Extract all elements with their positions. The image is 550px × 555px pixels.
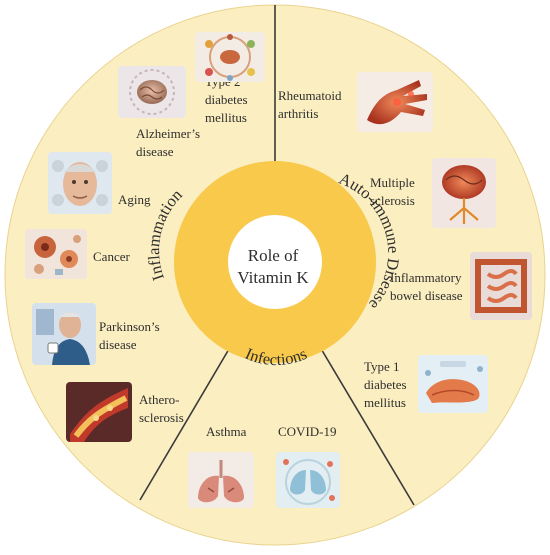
label-ibd: Inflammatory bowel disease: [390, 270, 465, 303]
label-atherosclerosis: Athero- sclerosis: [139, 392, 184, 425]
pancreas-organs-icon: [195, 32, 265, 82]
brain-icon: [118, 66, 186, 118]
pancreas-icon: [418, 355, 488, 413]
center-title-line2: Vitamin K: [237, 268, 309, 287]
lungs-icon: [188, 452, 254, 508]
inflamed-hand-icon: [357, 72, 433, 132]
label-alzheimers: Alzheimer’s disease: [136, 126, 203, 159]
brain-nerves-icon: [432, 158, 496, 228]
elderly-man-cup-icon: [32, 303, 96, 365]
label-rheumatoid-arthritis: Rheumatoid arthritis: [278, 88, 345, 121]
label-asthma: Asthma: [206, 424, 247, 439]
center-circle: [228, 215, 322, 309]
covid-lungs-icon: [276, 452, 340, 508]
intestines-icon: [470, 252, 532, 320]
label-covid19: COVID-19: [278, 424, 337, 439]
label-multiple-sclerosis: Multiple sclerosis: [370, 175, 418, 208]
cancer-cells-icon: [25, 229, 87, 279]
artery-plaque-icon: [66, 382, 132, 442]
label-type1-diabetes: Type 1 diabetes mellitus: [364, 359, 410, 410]
elderly-face-icon: [48, 152, 112, 214]
center-title-line1: Role of: [248, 246, 299, 265]
label-aging: Aging: [118, 192, 151, 207]
label-parkinsons: Parkinson’s disease: [99, 319, 163, 352]
label-cancer: Cancer: [93, 249, 130, 264]
